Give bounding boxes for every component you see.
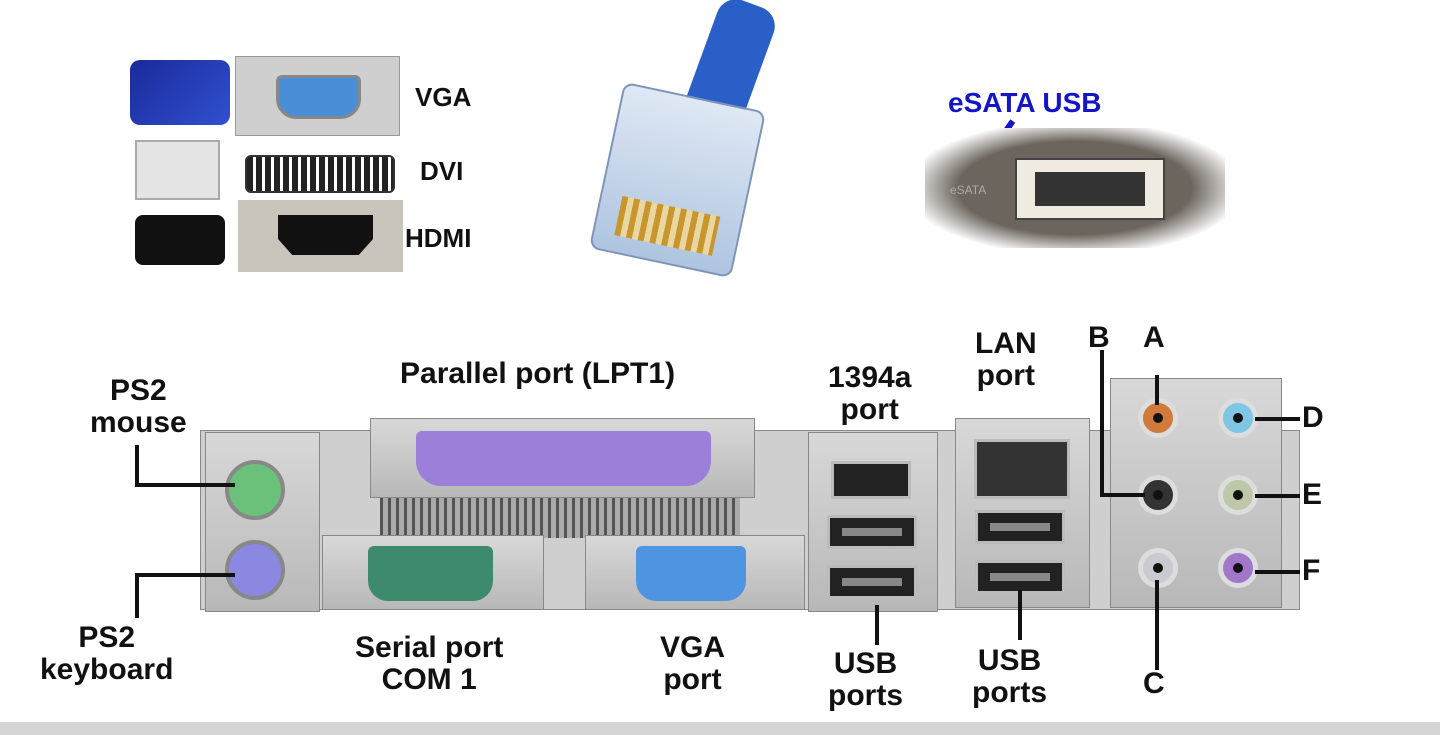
audio-jack-f xyxy=(1218,548,1258,588)
audio-label-f: F xyxy=(1302,554,1321,587)
leader-line xyxy=(1155,580,1159,670)
leader-line xyxy=(135,483,235,487)
ps2-mouse-port xyxy=(225,460,285,520)
esata-port-image: eSATA xyxy=(925,128,1225,248)
hdmi-connector-image xyxy=(238,200,403,272)
vga-port xyxy=(585,535,805,610)
usb-port xyxy=(975,560,1065,594)
leader-line xyxy=(1255,494,1300,498)
audio-jack-d xyxy=(1218,398,1258,438)
leader-line xyxy=(135,573,139,618)
audio-label-e: E xyxy=(1302,478,1323,511)
heatsink-image xyxy=(380,498,740,538)
vga-cable-image xyxy=(130,60,230,125)
dvi-connector-image xyxy=(245,155,395,193)
usb-port xyxy=(827,565,917,599)
hdmi-cable-image xyxy=(135,215,225,265)
vga-connector-image xyxy=(235,56,400,136)
parallel-port xyxy=(370,418,755,498)
leader-line xyxy=(1100,493,1145,497)
esata-port-text: eSATA xyxy=(950,183,987,197)
audio-label-c: C xyxy=(1143,667,1165,700)
dvi-cable-image xyxy=(135,140,220,200)
audio-label-d: D xyxy=(1302,401,1324,434)
leader-line xyxy=(875,605,879,645)
ps2-keyboard-port xyxy=(225,540,285,600)
esata-usb-label: eSATA USB xyxy=(948,87,1102,118)
audio-label-b: B xyxy=(1088,321,1110,354)
dvi-label: DVI xyxy=(420,156,464,186)
audio-label-a: A xyxy=(1143,321,1165,354)
leader-line xyxy=(1018,590,1022,640)
serial-port xyxy=(322,535,544,610)
usb-port xyxy=(975,510,1065,544)
leader-line xyxy=(135,573,235,577)
bottom-bar xyxy=(0,722,1440,735)
leader-line xyxy=(1255,417,1300,421)
vga-label: VGA xyxy=(415,82,472,112)
usb-port xyxy=(827,515,917,549)
leader-line xyxy=(135,445,139,485)
leader-line xyxy=(1255,570,1300,574)
audio-jack-e xyxy=(1218,475,1258,515)
leader-line xyxy=(1155,375,1159,405)
parallel-port-label: Parallel port (LPT1) xyxy=(400,357,676,390)
leader-line xyxy=(1100,350,1104,495)
rj45-connector-image xyxy=(588,81,767,279)
hdmi-label: HDMI xyxy=(405,223,472,253)
